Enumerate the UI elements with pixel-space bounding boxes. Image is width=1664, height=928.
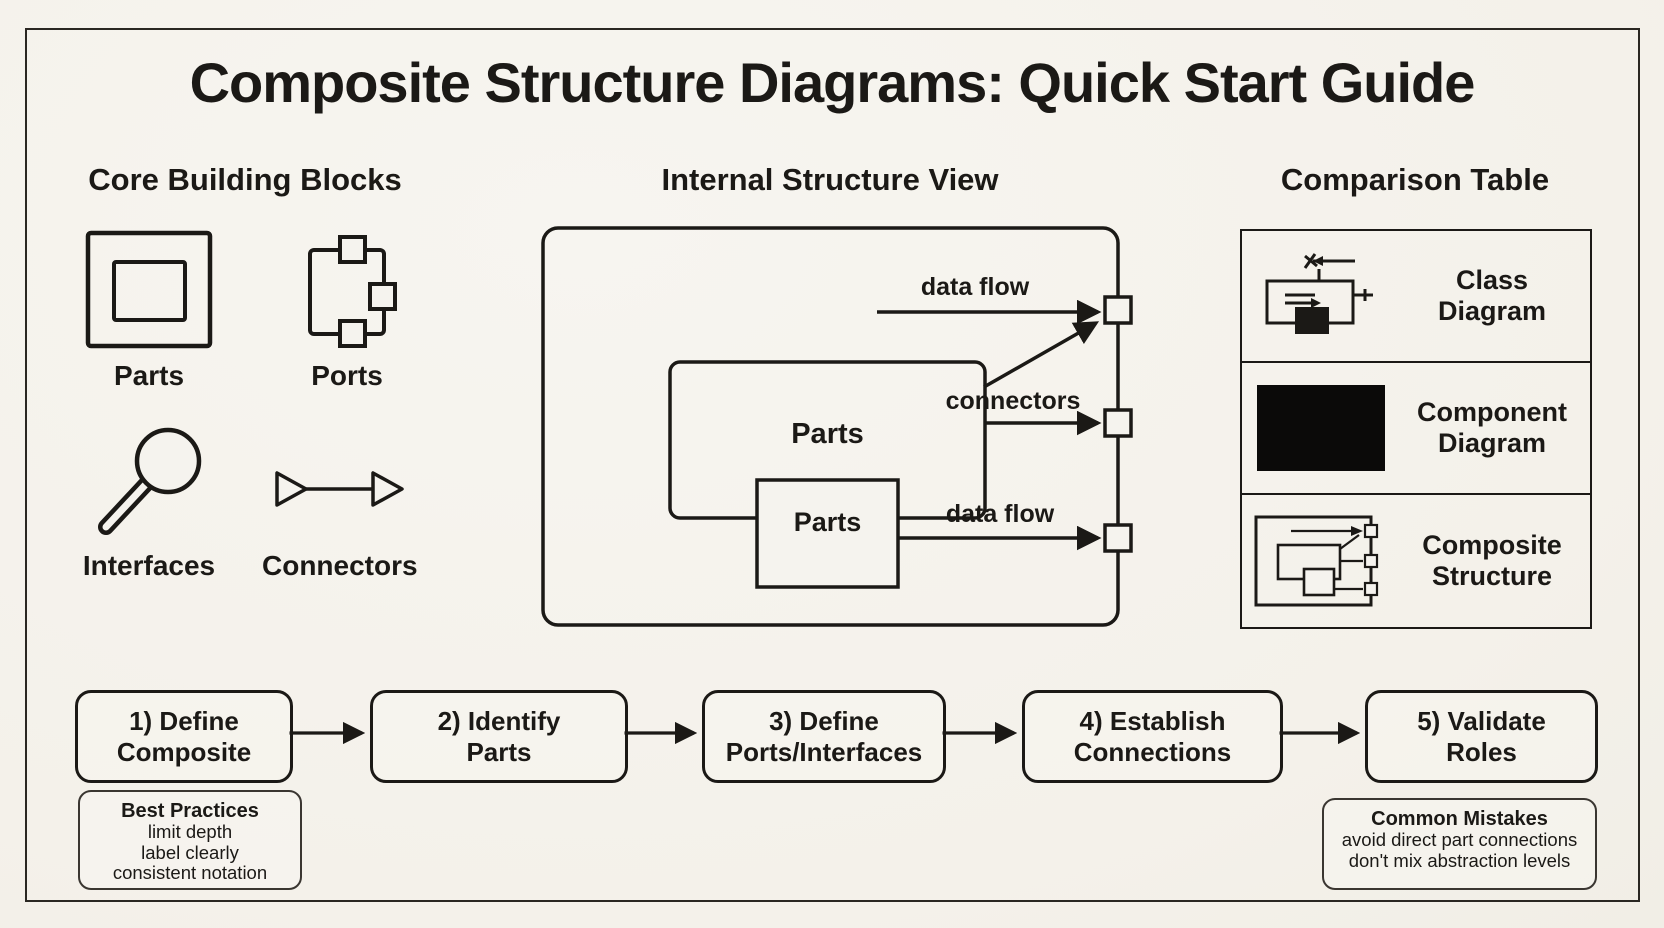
connectors-label: Connectors	[262, 550, 418, 581]
step-2-identify-parts: 2) Identify Parts	[370, 690, 628, 783]
step-2-line1: 2) Identify	[437, 705, 561, 736]
best-practices-line-2: label clearly	[141, 841, 239, 863]
section-heading-comparison-table: Comparison Table	[1280, 162, 1550, 197]
common-mistakes-title: Common Mistakes	[1371, 808, 1548, 830]
outer-border-frame	[25, 28, 1640, 902]
solid-black-rectangle-icon	[1257, 385, 1385, 471]
best-practices-line-1: limit depth	[147, 821, 233, 842]
section-heading-core-building-blocks: Core Building Blocks	[88, 162, 402, 197]
boundary-port-squares	[1103, 295, 1133, 553]
connectors-arrow-label: connectors	[945, 387, 1081, 415]
parts-label: Parts	[113, 360, 185, 391]
comparison-row-composite-structure: Composite Structure	[1242, 495, 1590, 627]
ports-label: Ports	[311, 360, 383, 391]
best-practices-note: Best Practices limit depth label clearly…	[78, 790, 302, 890]
step-3-line2: Ports/Interfaces	[725, 736, 923, 767]
class-diagram-sketch-icon	[1265, 253, 1373, 334]
step-2-line2: Parts	[466, 736, 532, 767]
comparison-row-component-diagram: Component Diagram	[1242, 363, 1590, 495]
comparison-table: Class Diagram Component Diagram	[1240, 229, 1592, 629]
step-3-line1: 3) Define	[769, 705, 879, 736]
step-3-define-ports-interfaces: 3) Define Ports/Interfaces	[702, 690, 946, 783]
common-mistakes-note: Common Mistakes avoid direct part connec…	[1322, 798, 1597, 890]
comparison-label-component-diagram: Component Diagram	[1417, 396, 1567, 458]
inner-part-label: Parts	[793, 506, 862, 537]
mini-composite-structure-icon	[1254, 515, 1379, 607]
step-5-line1: 5) Validate	[1417, 705, 1546, 736]
connector-diagonal-arrow	[983, 321, 1100, 389]
outer-part-label: Parts	[791, 418, 864, 450]
step-1-line1: 1) Define	[129, 705, 239, 736]
internal-inner-part-box	[755, 478, 900, 589]
parts-icon	[85, 230, 213, 349]
comparison-label-class-diagram: Class Diagram	[1437, 264, 1547, 326]
step-5-line2: Roles	[1446, 736, 1517, 767]
step-4-establish-connections: 4) Establish Connections	[1022, 690, 1283, 783]
page-title: Composite Structure Diagrams: Quick Star…	[189, 51, 1476, 114]
comparison-row-class-diagram: Class Diagram	[1242, 231, 1590, 363]
best-practices-line-3: consistent notation	[112, 862, 268, 884]
ports-icon	[308, 235, 397, 348]
step-4-line1: 4) Establish	[1079, 705, 1226, 736]
comparison-label-composite-structure: Composite Structure	[1422, 529, 1562, 591]
interfaces-label: Interfaces	[82, 550, 216, 581]
interfaces-lollipop-icon	[98, 427, 202, 535]
step-1-line2: Composite	[116, 736, 252, 767]
section-heading-internal-structure-view: Internal Structure View	[661, 162, 999, 197]
common-mistakes-line-1: avoid direct part connections	[1341, 829, 1578, 850]
step-5-validate-roles: 5) Validate Roles	[1365, 690, 1598, 783]
common-mistakes-line-2: don't mix abstraction levels	[1348, 849, 1571, 871]
data-flow-bottom-label: data flow	[945, 500, 1055, 528]
step-1-define-composite: 1) Define Composite	[75, 690, 293, 783]
step-4-line2: Connections	[1073, 736, 1232, 767]
best-practices-title: Best Practices	[121, 800, 259, 822]
connectors-icon	[275, 471, 404, 507]
data-flow-top-label: data flow	[920, 273, 1030, 301]
